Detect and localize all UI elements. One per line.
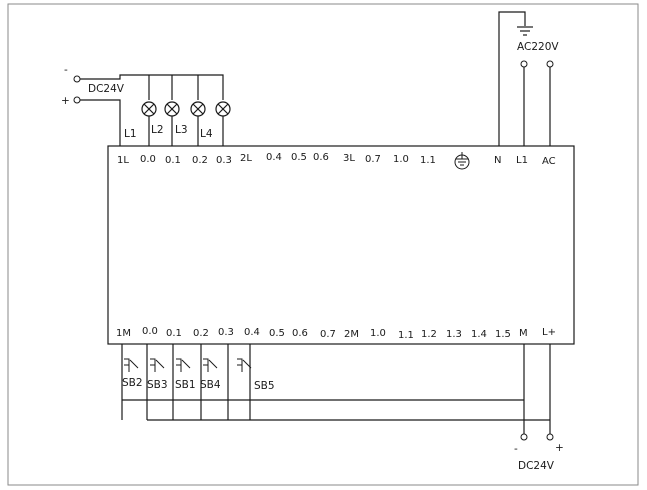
lamp-label: L3 — [175, 124, 188, 136]
bottom-terminal: 0.2 — [193, 328, 209, 339]
pushbutton-switch-icon — [203, 358, 218, 372]
pushbutton-switch-icon — [124, 358, 139, 372]
bottom-terminal: 0.1 — [166, 328, 182, 339]
bottom-terminal: 0.4 — [244, 327, 260, 338]
top-terminal: N — [494, 155, 501, 166]
ac-terminal-n — [546, 60, 554, 68]
top-terminal: 0.7 — [365, 154, 381, 165]
pushbutton-switch-icon — [176, 358, 191, 372]
top-terminal: 0.4 — [266, 152, 282, 163]
lamp-icon — [190, 101, 206, 117]
ac-terminal-l — [520, 60, 528, 68]
switch-label: SB4 — [200, 379, 221, 391]
bottom-dc-minus: - — [514, 443, 518, 455]
ac-supply: AC220V — [498, 11, 559, 146]
bottom-terminal: 1M — [116, 328, 131, 339]
pushbutton-switch-icon — [150, 358, 165, 372]
top-terminal: 1L — [117, 155, 129, 166]
bottom-terminal: 1.3 — [446, 329, 462, 340]
top-terminal: AC — [542, 156, 556, 167]
pushbutton-switch-icon — [237, 358, 252, 372]
bottom-dc-supply: - + DC24V — [514, 433, 564, 472]
bottom-terminal: 1.4 — [471, 329, 487, 340]
bottom-dc-label: DC24V — [518, 460, 555, 472]
lamp-icon — [215, 101, 231, 117]
bottom-terminal: 2M — [344, 329, 359, 340]
bottom-dc-minus-terminal — [520, 433, 528, 441]
top-dc-plus-terminal — [73, 96, 81, 104]
top-dc-minus-terminal — [73, 75, 81, 83]
switch-label: SB5 — [254, 380, 275, 392]
top-terminal: 1.1 — [420, 155, 436, 166]
lamp-icon — [164, 101, 180, 117]
switch-label: SB1 — [175, 379, 196, 391]
switch-label: SB3 — [147, 379, 168, 391]
top-terminal-row: 1L 0.0 0.1 0.2 0.3 2L 0.4 0.5 0.6 3L 0.7… — [117, 152, 556, 167]
bottom-terminal: 0.5 — [269, 328, 285, 339]
top-terminal: 0.3 — [216, 155, 232, 166]
lamp-label: L1 — [124, 128, 137, 140]
bottom-dc-plus-terminal — [546, 433, 554, 441]
top-terminal: 0.2 — [192, 155, 208, 166]
plc-body — [107, 145, 575, 345]
bottom-terminal: 1.2 — [421, 329, 437, 340]
bottom-terminal: 0.6 — [292, 328, 308, 339]
top-terminal: 1.0 — [393, 154, 409, 165]
top-terminal: L1 — [516, 155, 528, 166]
input-switches: SB2 SB3 SB1 SB4 SB5 — [121, 344, 551, 434]
top-terminal: 0.5 — [291, 152, 307, 163]
lamps: L1 L2 L3 L4 — [124, 101, 231, 146]
top-terminal: 0.0 — [140, 154, 156, 165]
bottom-terminal: 0.7 — [320, 329, 336, 340]
lamp-label: L4 — [200, 128, 213, 140]
top-terminal: 0.6 — [313, 152, 329, 163]
ground-icon — [454, 152, 470, 170]
bottom-terminal: 0.0 — [142, 326, 158, 337]
top-dc-label: DC24V — [88, 83, 125, 95]
switch-label: SB2 — [122, 377, 143, 389]
bottom-terminal: 0.3 — [218, 327, 234, 338]
top-dc-supply: - + DC24V — [61, 64, 224, 146]
bottom-terminal: M — [519, 328, 528, 339]
bottom-terminal-row: 1M 0.0 0.1 0.2 0.3 0.4 0.5 0.6 0.7 2M 1.… — [116, 326, 556, 341]
bottom-dc-plus: + — [555, 442, 564, 454]
top-terminal: 2L — [240, 153, 252, 164]
bottom-terminal: L+ — [542, 327, 556, 338]
top-dc-plus: + — [61, 95, 70, 107]
bottom-terminal: 1.5 — [495, 329, 511, 340]
bottom-terminal: 1.0 — [370, 328, 386, 339]
lamp-icon — [141, 101, 157, 117]
ground-icon — [517, 26, 533, 36]
top-terminal: 3L — [343, 153, 355, 164]
ac-label: AC220V — [517, 41, 559, 53]
top-terminal: 0.1 — [165, 155, 181, 166]
outer-frame — [7, 3, 639, 486]
lamp-label: L2 — [151, 124, 164, 136]
bottom-terminal: 1.1 — [398, 330, 414, 341]
top-dc-minus: - — [64, 64, 68, 76]
